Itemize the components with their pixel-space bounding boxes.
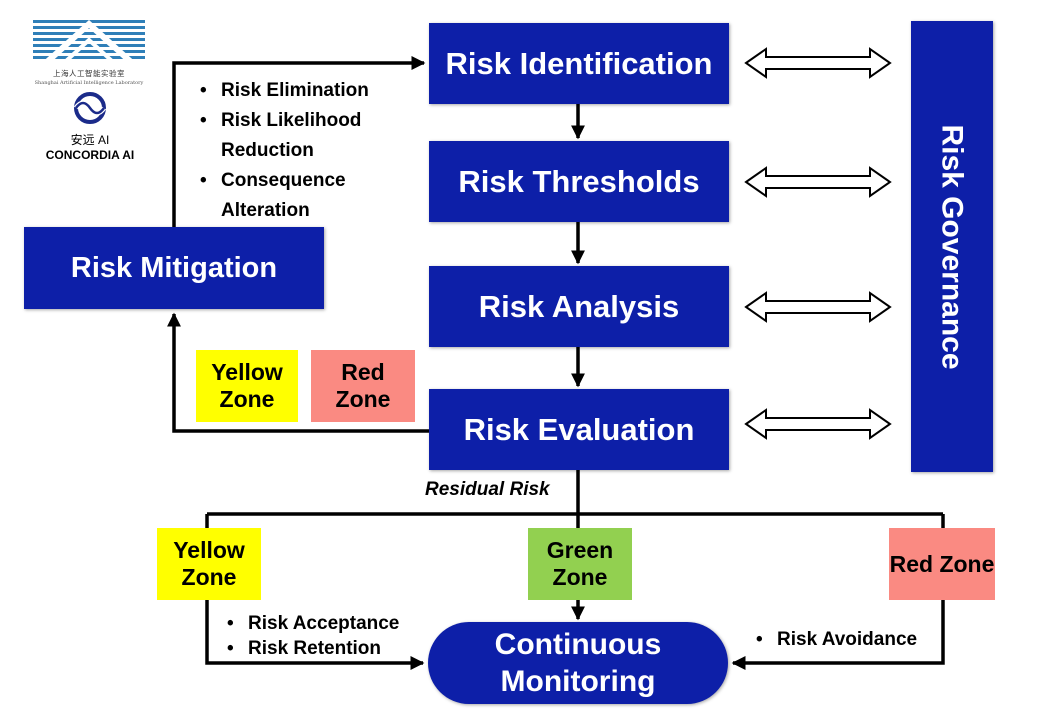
green-zone-label: Green Zone bbox=[546, 537, 614, 590]
mitigation-options-list: Risk Elimination Risk Likelihood Reducti… bbox=[197, 76, 412, 226]
residual-risk-label: Residual Risk bbox=[425, 479, 550, 500]
arrow-yellow-to-monitoring bbox=[205, 600, 425, 670]
concordia-logo: 安远 AI CONCORDIA AI bbox=[25, 92, 155, 162]
red-zone-label: Red Zone bbox=[889, 550, 995, 577]
risk-thresholds-box: Risk Thresholds bbox=[429, 141, 729, 222]
double-arrow-analysis-governance bbox=[744, 291, 892, 323]
double-arrow-thresholds-governance bbox=[744, 166, 892, 198]
risk-mitigation-label: Risk Mitigation bbox=[70, 251, 278, 284]
mitigation-option: Risk Likelihood Reduction bbox=[197, 106, 412, 166]
risk-governance-box: Risk Governance bbox=[911, 21, 993, 472]
green-zone-badge-lower: Green Zone bbox=[528, 528, 632, 600]
red-zone-badge-upper: Red Zone bbox=[311, 350, 415, 422]
arrow-red-to-monitoring bbox=[731, 600, 945, 670]
concordia-name-en: CONCORDIA AI bbox=[45, 148, 135, 162]
red-zone-badge-lower: Red Zone bbox=[889, 528, 995, 600]
yellow-zone-label: Yellow Zone bbox=[211, 359, 283, 412]
risk-thresholds-label: Risk Thresholds bbox=[458, 163, 700, 199]
avoidance-options-list: Risk Avoidance bbox=[753, 627, 953, 652]
acceptance-option: Risk Retention bbox=[224, 636, 424, 661]
yellow-zone-badge-upper: Yellow Zone bbox=[196, 350, 298, 422]
yellow-zone-badge-lower: Yellow Zone bbox=[157, 528, 261, 600]
acceptance-option: Risk Acceptance bbox=[224, 611, 424, 636]
concordia-emblem-icon bbox=[73, 92, 107, 124]
red-zone-label: Red Zone bbox=[335, 359, 391, 412]
risk-mitigation-box: Risk Mitigation bbox=[24, 227, 324, 309]
risk-evaluation-box: Risk Evaluation bbox=[429, 389, 729, 470]
arrow-mitigation-to-identification bbox=[172, 56, 426, 227]
double-arrow-identification-governance bbox=[744, 47, 892, 79]
shailab-name-en: Shanghai Artificial Intelligence Laborat… bbox=[34, 80, 144, 86]
double-arrow-evaluation-governance bbox=[744, 408, 892, 440]
shailab-emblem-icon bbox=[33, 19, 145, 65]
risk-identification-box: Risk Identification bbox=[429, 23, 729, 104]
risk-governance-label: Risk Governance bbox=[936, 123, 969, 370]
avoidance-option: Risk Avoidance bbox=[753, 627, 953, 652]
risk-analysis-box: Risk Analysis bbox=[429, 266, 729, 347]
risk-analysis-label: Risk Analysis bbox=[478, 288, 680, 324]
mitigation-option: Risk Elimination bbox=[197, 76, 412, 106]
risk-identification-label: Risk Identification bbox=[445, 45, 713, 81]
continuous-monitoring-label: Continuous Monitoring bbox=[494, 628, 662, 698]
shailab-logo: 上海人工智能实验室 Shanghai Artificial Intelligen… bbox=[33, 18, 145, 86]
yellow-zone-label: Yellow Zone bbox=[173, 537, 245, 590]
acceptance-options-list: Risk Acceptance Risk Retention bbox=[224, 611, 424, 661]
concordia-name-cn: 安远 AI bbox=[70, 133, 110, 147]
continuous-monitoring-box: Continuous Monitoring bbox=[428, 622, 728, 704]
arrow-evaluation-to-mitigation bbox=[167, 312, 429, 433]
risk-evaluation-label: Risk Evaluation bbox=[463, 411, 695, 447]
mitigation-option: Consequence Alteration bbox=[197, 166, 412, 226]
shailab-name-cn: 上海人工智能实验室 bbox=[53, 69, 125, 78]
